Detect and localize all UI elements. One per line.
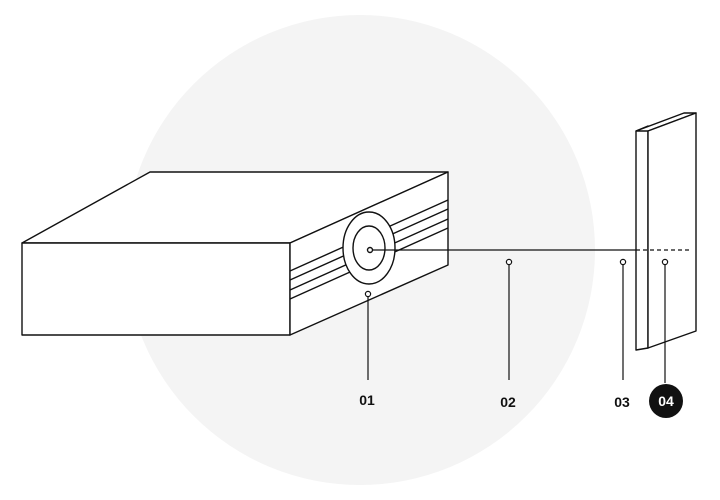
- device-front-face: [21, 242, 291, 336]
- callout-label-01: 01: [359, 392, 375, 408]
- leader-dot-01: [364, 290, 372, 298]
- callout-badge-04: [649, 384, 683, 418]
- callout-label-04: 04: [658, 393, 674, 409]
- callout-label-02: 02: [500, 394, 516, 410]
- callout-label-03: 03: [614, 394, 630, 410]
- plate-front-face: [647, 112, 697, 349]
- screen-plate: [635, 112, 697, 351]
- plate-side-face: [635, 125, 649, 351]
- lens-center: [366, 246, 374, 254]
- light-source-device: [21, 171, 449, 336]
- leader-dot-03: [619, 258, 627, 266]
- leader-dot-04: [661, 258, 669, 266]
- leader-dot-02: [505, 258, 513, 266]
- callout-leaders: [364, 258, 669, 383]
